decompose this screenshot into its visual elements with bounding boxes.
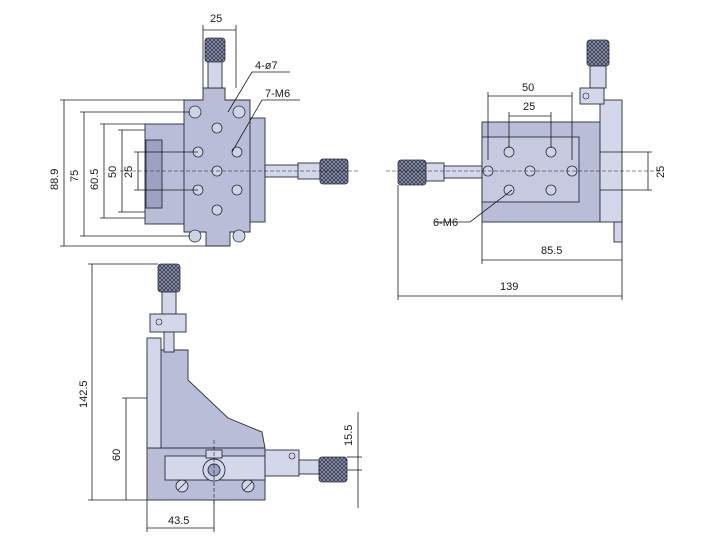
front-view-angle-bracket (146, 349, 266, 449)
hole (503, 184, 515, 196)
dim-top-h-50: 50 (107, 166, 119, 178)
dim-top-h-88-9: 88.9 (49, 169, 61, 190)
side-view-right-foot (613, 221, 623, 243)
hole (211, 204, 223, 216)
side-view-left-knob (397, 159, 427, 186)
hole (188, 105, 202, 119)
front-view-right-shaft (298, 459, 320, 475)
side-view-top-knob (586, 39, 610, 67)
dim-front-w-43-5: 43.5 (168, 515, 189, 527)
hole (503, 146, 515, 158)
dim-front-h-142-5: 142.5 (78, 380, 90, 408)
dim-side-holes-6: 6-M6 (433, 217, 458, 229)
side-view-top-sleeve (589, 65, 607, 89)
top-view: 25 4-ø7 7-M6 88.9 75 60.5 50 25 (49, 13, 360, 247)
dim-top-holes-4: 4-ø7 (255, 60, 278, 72)
front-view-top-sleeve (161, 291, 177, 315)
front-view-vertical-column (146, 337, 162, 449)
dim-side-w-139: 139 (500, 281, 518, 293)
front-view-right-knob (318, 456, 348, 483)
hole (231, 184, 243, 196)
top-view-left-slot (145, 139, 163, 209)
side-view-right-bracket (599, 99, 623, 223)
side-view-left-sleeve (425, 162, 445, 182)
dim-top-h-25: 25 (123, 166, 135, 178)
top-view-micrometer-knob (204, 37, 226, 63)
hole (232, 105, 246, 119)
front-view-right-holder (264, 449, 300, 477)
dim-side-w-50: 50 (522, 82, 534, 94)
dim-front-h-15-5: 15.5 (343, 425, 355, 446)
dim-side-w-25: 25 (523, 101, 535, 113)
dim-side-h-25: 25 (655, 166, 667, 178)
dim-top-width-25: 25 (210, 13, 222, 25)
front-view-top-clamp (149, 313, 187, 333)
hole (211, 122, 223, 134)
front-view: 142.5 60 15.5 43.5 (78, 263, 362, 532)
side-view: 50 25 25 6-M6 85.5 139 (386, 39, 667, 300)
front-view-top-knob (157, 263, 181, 293)
hole (188, 229, 202, 243)
dim-top-holes-7: 7-M6 (265, 88, 290, 100)
hole (545, 146, 557, 158)
side-view-top-clamp (579, 87, 605, 105)
hole (232, 229, 246, 243)
dim-side-w-85-5: 85.5 (541, 245, 562, 257)
top-view-right-knob (319, 158, 349, 185)
side-view-left-shaft (443, 165, 483, 179)
top-view-micrometer-sleeve (207, 59, 223, 89)
hole (231, 146, 243, 158)
dim-top-h-60-5: 60.5 (89, 169, 101, 190)
dim-top-h-75: 75 (69, 170, 81, 182)
hole (545, 184, 557, 196)
dim-front-h-60: 60 (111, 449, 123, 461)
